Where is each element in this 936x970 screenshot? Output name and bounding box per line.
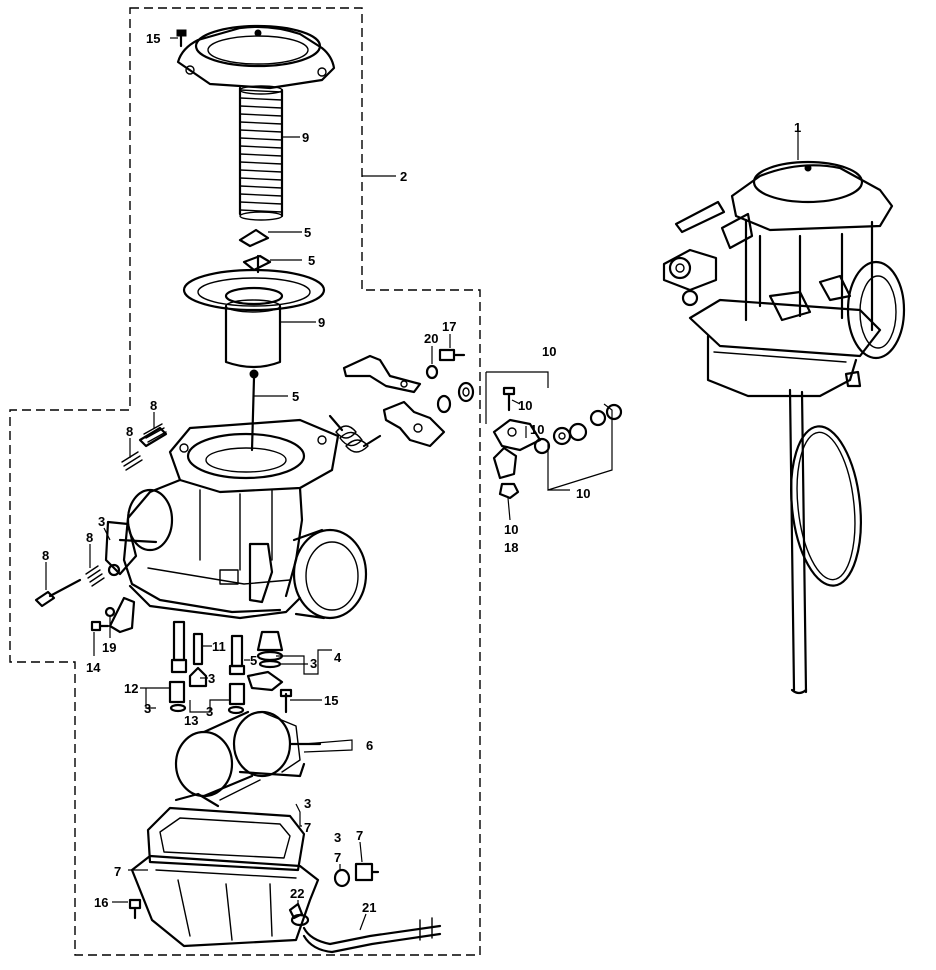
o-ring-3-jets [169, 703, 245, 715]
pilot-jet-5 [228, 634, 246, 676]
pilot-screw-8-upper [138, 423, 168, 448]
screw-15-lower [279, 688, 293, 714]
callout-10: 10 [542, 344, 556, 359]
callout-11: 11 [212, 639, 226, 654]
callout-7: 7 [356, 828, 363, 843]
throttle-return-spring [328, 414, 382, 453]
spring-8-lower [85, 565, 105, 587]
washer-3-left [107, 563, 121, 577]
float-bowl-gasket [146, 792, 306, 872]
vacuum-piston [224, 299, 282, 369]
callout-7: 7 [304, 820, 311, 835]
bracket-plate-lower-left [108, 596, 136, 634]
callout-3: 3 [206, 704, 213, 719]
o-ring-3-drain [333, 868, 351, 888]
float-valve-seat-4 [256, 630, 284, 669]
callout-21: 21 [362, 900, 376, 915]
callout-12: 12 [124, 681, 138, 696]
callout-9: 9 [302, 130, 309, 145]
assembled-carburetor [662, 160, 906, 398]
bracket-lever-upper [342, 354, 422, 394]
washer-20 [425, 364, 439, 380]
callout-10: 10 [504, 522, 518, 537]
throttle-cam [382, 400, 446, 448]
jet-12 [168, 680, 186, 704]
retainer-plate [246, 670, 284, 692]
clip-22 [288, 902, 304, 920]
washers-row-10 [533, 403, 623, 455]
callout-labels: 1 2 3 3 3 3 3 3 3 4 5 5 5 5 6 7 7 7 7 8 … [42, 31, 801, 915]
callout-10: 10 [576, 486, 590, 501]
vacuum-spring [238, 85, 284, 221]
assembly-boundary-dashed [9, 7, 481, 956]
callout-9: 9 [318, 315, 325, 330]
callout-8: 8 [86, 530, 93, 545]
throttle-stop-screw-8 [34, 578, 82, 608]
o-ring-assembled [790, 425, 862, 587]
spring-8-upper [121, 451, 143, 471]
callout-13: 13 [184, 713, 198, 728]
needle-clip-upper [238, 228, 270, 248]
screw-14 [90, 620, 110, 632]
callout-3: 3 [98, 514, 105, 529]
screw-10-upper [502, 386, 516, 412]
callout-22: 22 [290, 886, 304, 901]
callout-10: 10 [518, 398, 532, 413]
jet-13 [228, 682, 246, 706]
callout-15: 15 [146, 31, 160, 46]
callout-18: 18 [504, 540, 518, 555]
callout-7: 7 [334, 850, 341, 865]
callout-17: 17 [442, 319, 456, 334]
float-bowl [130, 854, 320, 948]
slow-jet-11 [192, 632, 204, 666]
bolt-17 [438, 348, 466, 362]
callout-4: 4 [334, 650, 342, 665]
callout-8: 8 [42, 548, 49, 563]
screw-15-top [176, 29, 187, 48]
washer-pair [436, 381, 475, 414]
needle-jet-holder [170, 620, 188, 674]
callout-5: 5 [292, 389, 299, 404]
callout-5: 5 [250, 653, 257, 668]
callout-3: 3 [310, 656, 317, 671]
callout-5: 5 [308, 253, 315, 268]
leader-lines [45, 37, 799, 931]
nut-18 [498, 482, 520, 500]
callout-19: 19 [102, 640, 116, 655]
callout-15: 15 [324, 693, 338, 708]
drain-tube-21 [302, 917, 442, 954]
washer-19 [104, 606, 116, 618]
top-cover-cap [176, 24, 336, 90]
callout-7: 7 [114, 864, 121, 879]
carburetor-main-body [104, 418, 368, 620]
main-jet [188, 666, 208, 688]
diaphragm-plate [182, 268, 326, 312]
callout-8: 8 [126, 424, 133, 439]
callout-14: 14 [86, 660, 101, 675]
callout-8: 8 [150, 398, 157, 413]
nut-10 [492, 446, 518, 480]
callout-2: 2 [400, 169, 407, 184]
callout-3: 3 [144, 701, 151, 716]
callout-10: 10 [530, 422, 544, 437]
screw-16 [128, 898, 142, 920]
jet-needle [249, 369, 259, 452]
callout-20: 20 [424, 331, 438, 346]
callout-16: 16 [94, 895, 108, 910]
drain-screw-7 [354, 862, 380, 882]
float-assembly [174, 710, 322, 801]
callout-6: 6 [366, 738, 373, 753]
callout-3: 3 [304, 796, 311, 811]
callout-3: 3 [334, 830, 341, 845]
callout-5: 5 [304, 225, 311, 240]
callout-3: 3 [208, 671, 215, 686]
callout-1: 1 [794, 120, 801, 135]
